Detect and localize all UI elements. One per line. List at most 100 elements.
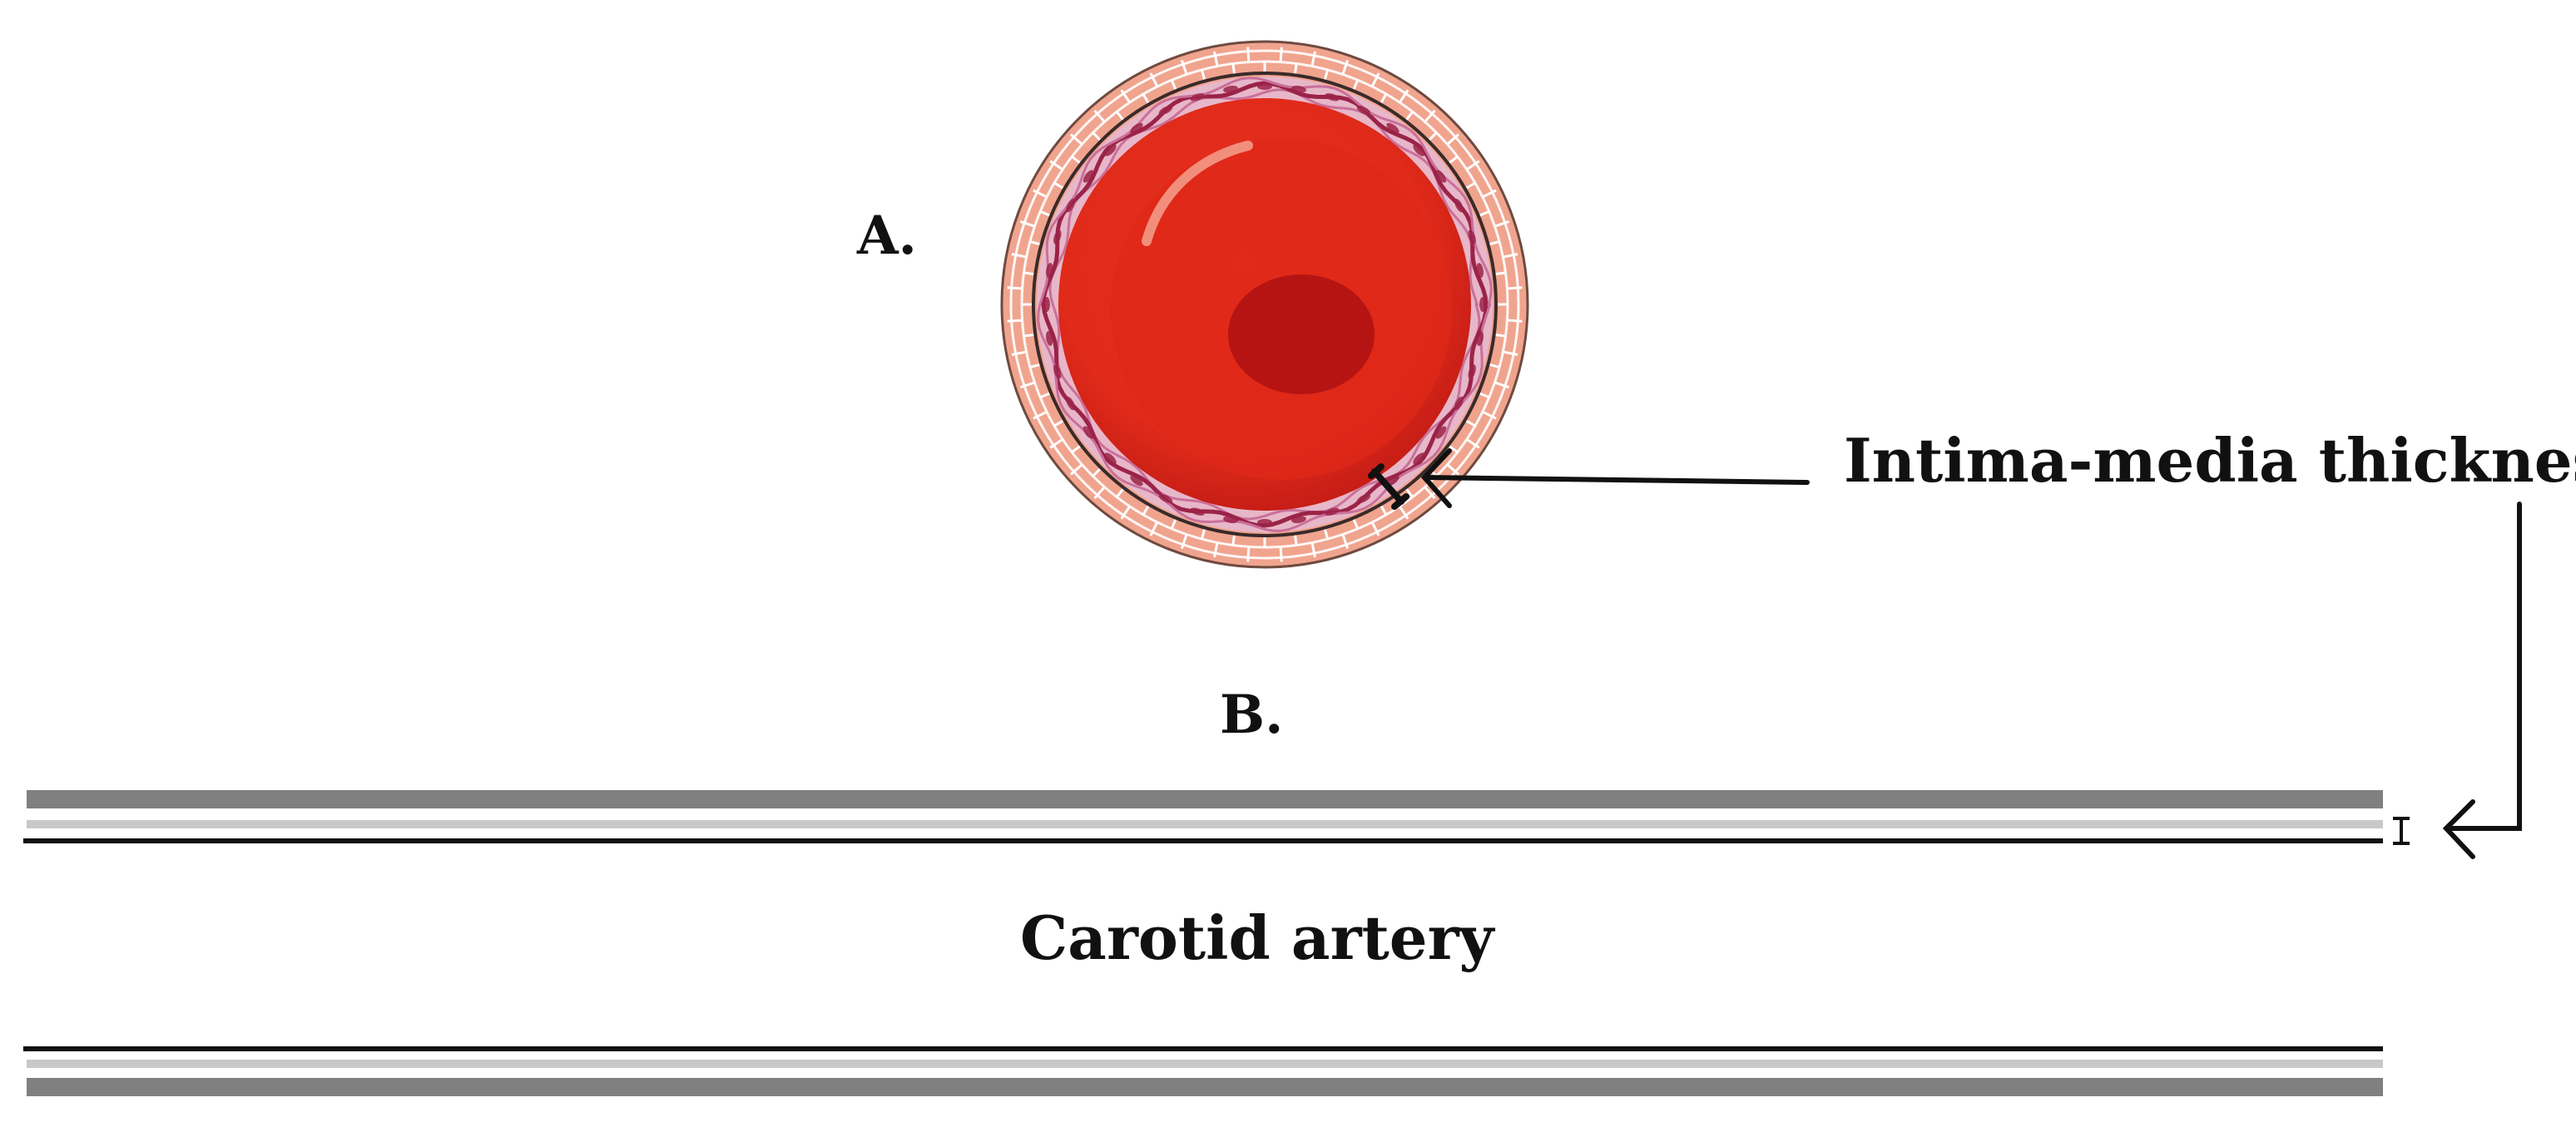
- adventitia-tick: [1508, 286, 1523, 290]
- adventitia-tick: [1465, 419, 1477, 428]
- lumen-highlight: [1142, 141, 1253, 246]
- adventitia-tick: [1011, 350, 1026, 356]
- adventitia-tick: [1489, 240, 1501, 245]
- adventitia-tick: [1120, 506, 1131, 520]
- adventitia-tick: [1023, 334, 1034, 338]
- imt-marker-icon: [1368, 463, 1409, 510]
- adventitia-tick: [1405, 488, 1414, 499]
- adventitia-tick: [1424, 109, 1436, 122]
- adventitia-tick: [1023, 271, 1034, 275]
- adventitia-tick: [1246, 547, 1251, 562]
- media-cell: [1454, 396, 1464, 411]
- media-cell: [1082, 170, 1094, 183]
- adventitia-tick: [1503, 253, 1518, 259]
- adventitia-tick: [1449, 445, 1459, 454]
- media-cell: [1413, 452, 1425, 465]
- media-cell: [1435, 426, 1447, 439]
- adventitia-tick: [1231, 62, 1236, 74]
- adventitia-tick: [1093, 109, 1105, 122]
- adventitia-tick: [1494, 220, 1510, 228]
- adventitia-tick: [1180, 534, 1188, 550]
- adventitia-tick: [1310, 543, 1316, 558]
- adventitia-tick: [1070, 445, 1081, 454]
- adventitia-tick: [1053, 419, 1064, 428]
- media-texture: [1037, 77, 1493, 532]
- open-arrowhead-icon: [2442, 799, 2475, 859]
- adventitia-tick: [1449, 155, 1459, 164]
- external-elastic-lamina: [1032, 72, 1498, 537]
- adventitia-tick: [1213, 51, 1219, 66]
- adventitia-tick: [1149, 522, 1158, 536]
- adventitia-tick: [1466, 160, 1480, 171]
- media-cell: [1291, 516, 1306, 523]
- pointer-arrow-b: [2442, 502, 2522, 859]
- adventitia-tick: [1405, 110, 1414, 121]
- imt-marker-long-icon: [2393, 817, 2410, 845]
- adventitia-tick: [1200, 68, 1206, 80]
- media-cell: [1223, 86, 1238, 93]
- adventitia-tick: [1246, 47, 1251, 62]
- media-cell: [1046, 263, 1053, 278]
- media-cell: [1190, 93, 1205, 101]
- media-cell: [1158, 106, 1173, 115]
- media-cell: [1356, 106, 1371, 115]
- adventitia-tick: [1380, 505, 1388, 517]
- media-cell: [1325, 507, 1340, 516]
- adventitia-tick: [1142, 92, 1150, 104]
- adventitia-tick: [1495, 271, 1507, 275]
- media-cell: [1223, 516, 1238, 523]
- adventitia-tick: [1007, 319, 1022, 323]
- pointer-arrow-a: [1420, 448, 1810, 508]
- media-cell: [1130, 475, 1143, 487]
- adventitia-tick: [1495, 334, 1507, 338]
- adventitia-tick: [1324, 529, 1330, 541]
- adventitia-tick: [1038, 210, 1050, 217]
- panel-a-label: A.: [857, 205, 917, 267]
- adventitia-tick: [1399, 89, 1409, 103]
- adventitia-tick: [1371, 522, 1380, 536]
- adventitia-tick: [1352, 78, 1360, 90]
- adventitia-ring: [1009, 49, 1520, 560]
- adventitia-tick: [1294, 62, 1298, 74]
- adventitia-tick: [1115, 488, 1124, 499]
- adventitia-tick: [1091, 467, 1102, 478]
- media-cell: [1257, 83, 1272, 90]
- media-cell: [1130, 122, 1143, 134]
- adventitia-tick: [1200, 529, 1206, 541]
- panel-b-label: B.: [1220, 684, 1284, 746]
- adventitia-tick: [1371, 72, 1380, 86]
- adventitia-tick: [1447, 464, 1460, 476]
- adventitia-tick: [1049, 438, 1063, 449]
- artery-cross-section: [1000, 40, 1529, 569]
- adventitia-tick: [1466, 438, 1480, 449]
- open-arrowhead-icon: [1420, 448, 1452, 508]
- media-cell: [1190, 507, 1205, 516]
- adventitia-tick: [1479, 392, 1491, 399]
- adventitia-tick: [1033, 411, 1047, 420]
- media-cell: [1476, 263, 1484, 278]
- media-cell: [1158, 494, 1173, 503]
- adventitia-tick: [1170, 78, 1177, 90]
- adventitia-tick: [1011, 253, 1026, 259]
- adventitia-tick: [1447, 133, 1460, 145]
- adventitia-tick: [1424, 487, 1436, 500]
- adventitia-tick: [1380, 92, 1388, 104]
- adventitia-tick: [1399, 506, 1409, 520]
- adventitia-tick: [1019, 220, 1035, 228]
- adventitia-tick: [1007, 286, 1022, 290]
- media-cell: [1066, 198, 1075, 213]
- media-cell: [1053, 364, 1062, 379]
- adventitia-tick: [1180, 59, 1188, 75]
- adventitia-tick: [1479, 210, 1491, 217]
- adventitia-tick: [1033, 189, 1047, 198]
- media-cell: [1104, 144, 1117, 156]
- adventitia-tick: [1508, 319, 1523, 323]
- adventitia-tick: [1028, 240, 1040, 245]
- media-cell: [1468, 230, 1476, 245]
- media-cell: [1043, 297, 1050, 312]
- media-cell: [1386, 122, 1399, 134]
- adventitia-texture: [1007, 47, 1523, 562]
- adventitia-tick: [1483, 189, 1497, 198]
